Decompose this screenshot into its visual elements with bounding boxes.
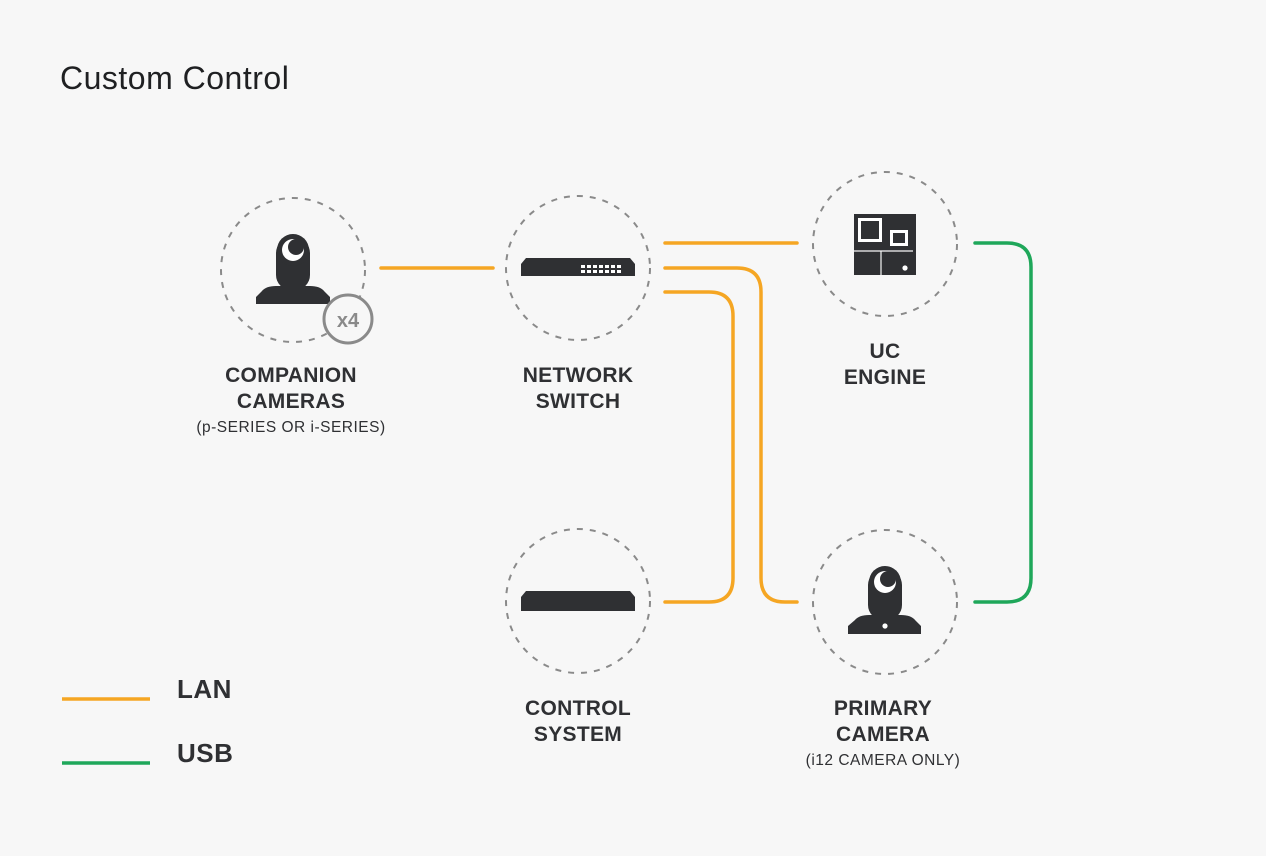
uc-engine-label: UC ENGINE bbox=[843, 340, 927, 389]
companion-cameras-label: COMPANION CAMERAS (p-SERIES OR i-SERIES) bbox=[171, 363, 411, 441]
control-system-icon bbox=[521, 591, 635, 611]
control-system-node bbox=[505, 528, 651, 674]
uc-engine-icon bbox=[854, 214, 916, 275]
badge-label: x4 bbox=[337, 310, 360, 332]
companion-cameras-node bbox=[220, 197, 366, 343]
network-switch-label: NETWORK SWITCH bbox=[522, 364, 634, 413]
primary-camera-node bbox=[812, 529, 958, 675]
ptz-camera-icon bbox=[848, 566, 921, 634]
usb-line-uc-engine-to-primary-camera bbox=[973, 241, 1033, 604]
lan-line-switch-to-primary-camera bbox=[663, 266, 799, 604]
network-switch-node bbox=[505, 195, 651, 341]
page-title: Custom Control bbox=[60, 60, 290, 96]
uc-engine-node bbox=[812, 171, 958, 317]
quantity-badge: x4 bbox=[322, 293, 374, 345]
network-switch-icon bbox=[521, 258, 635, 276]
companion-cameras-sublabel: (p-SERIES OR i-SERIES) bbox=[196, 419, 386, 436]
lan-line-switch-to-control-system bbox=[663, 290, 735, 604]
primary-camera-sublabel: (i12 CAMERA ONLY) bbox=[805, 752, 961, 769]
control-system-label: CONTROL SYSTEM bbox=[525, 697, 631, 746]
ptz-camera-icon bbox=[256, 234, 330, 304]
legend-usb-label: USB bbox=[177, 738, 234, 768]
primary-camera-label: PRIMARY CAMERA (i12 CAMERA ONLY) bbox=[763, 696, 1003, 774]
legend-lan-label: LAN bbox=[177, 674, 232, 704]
